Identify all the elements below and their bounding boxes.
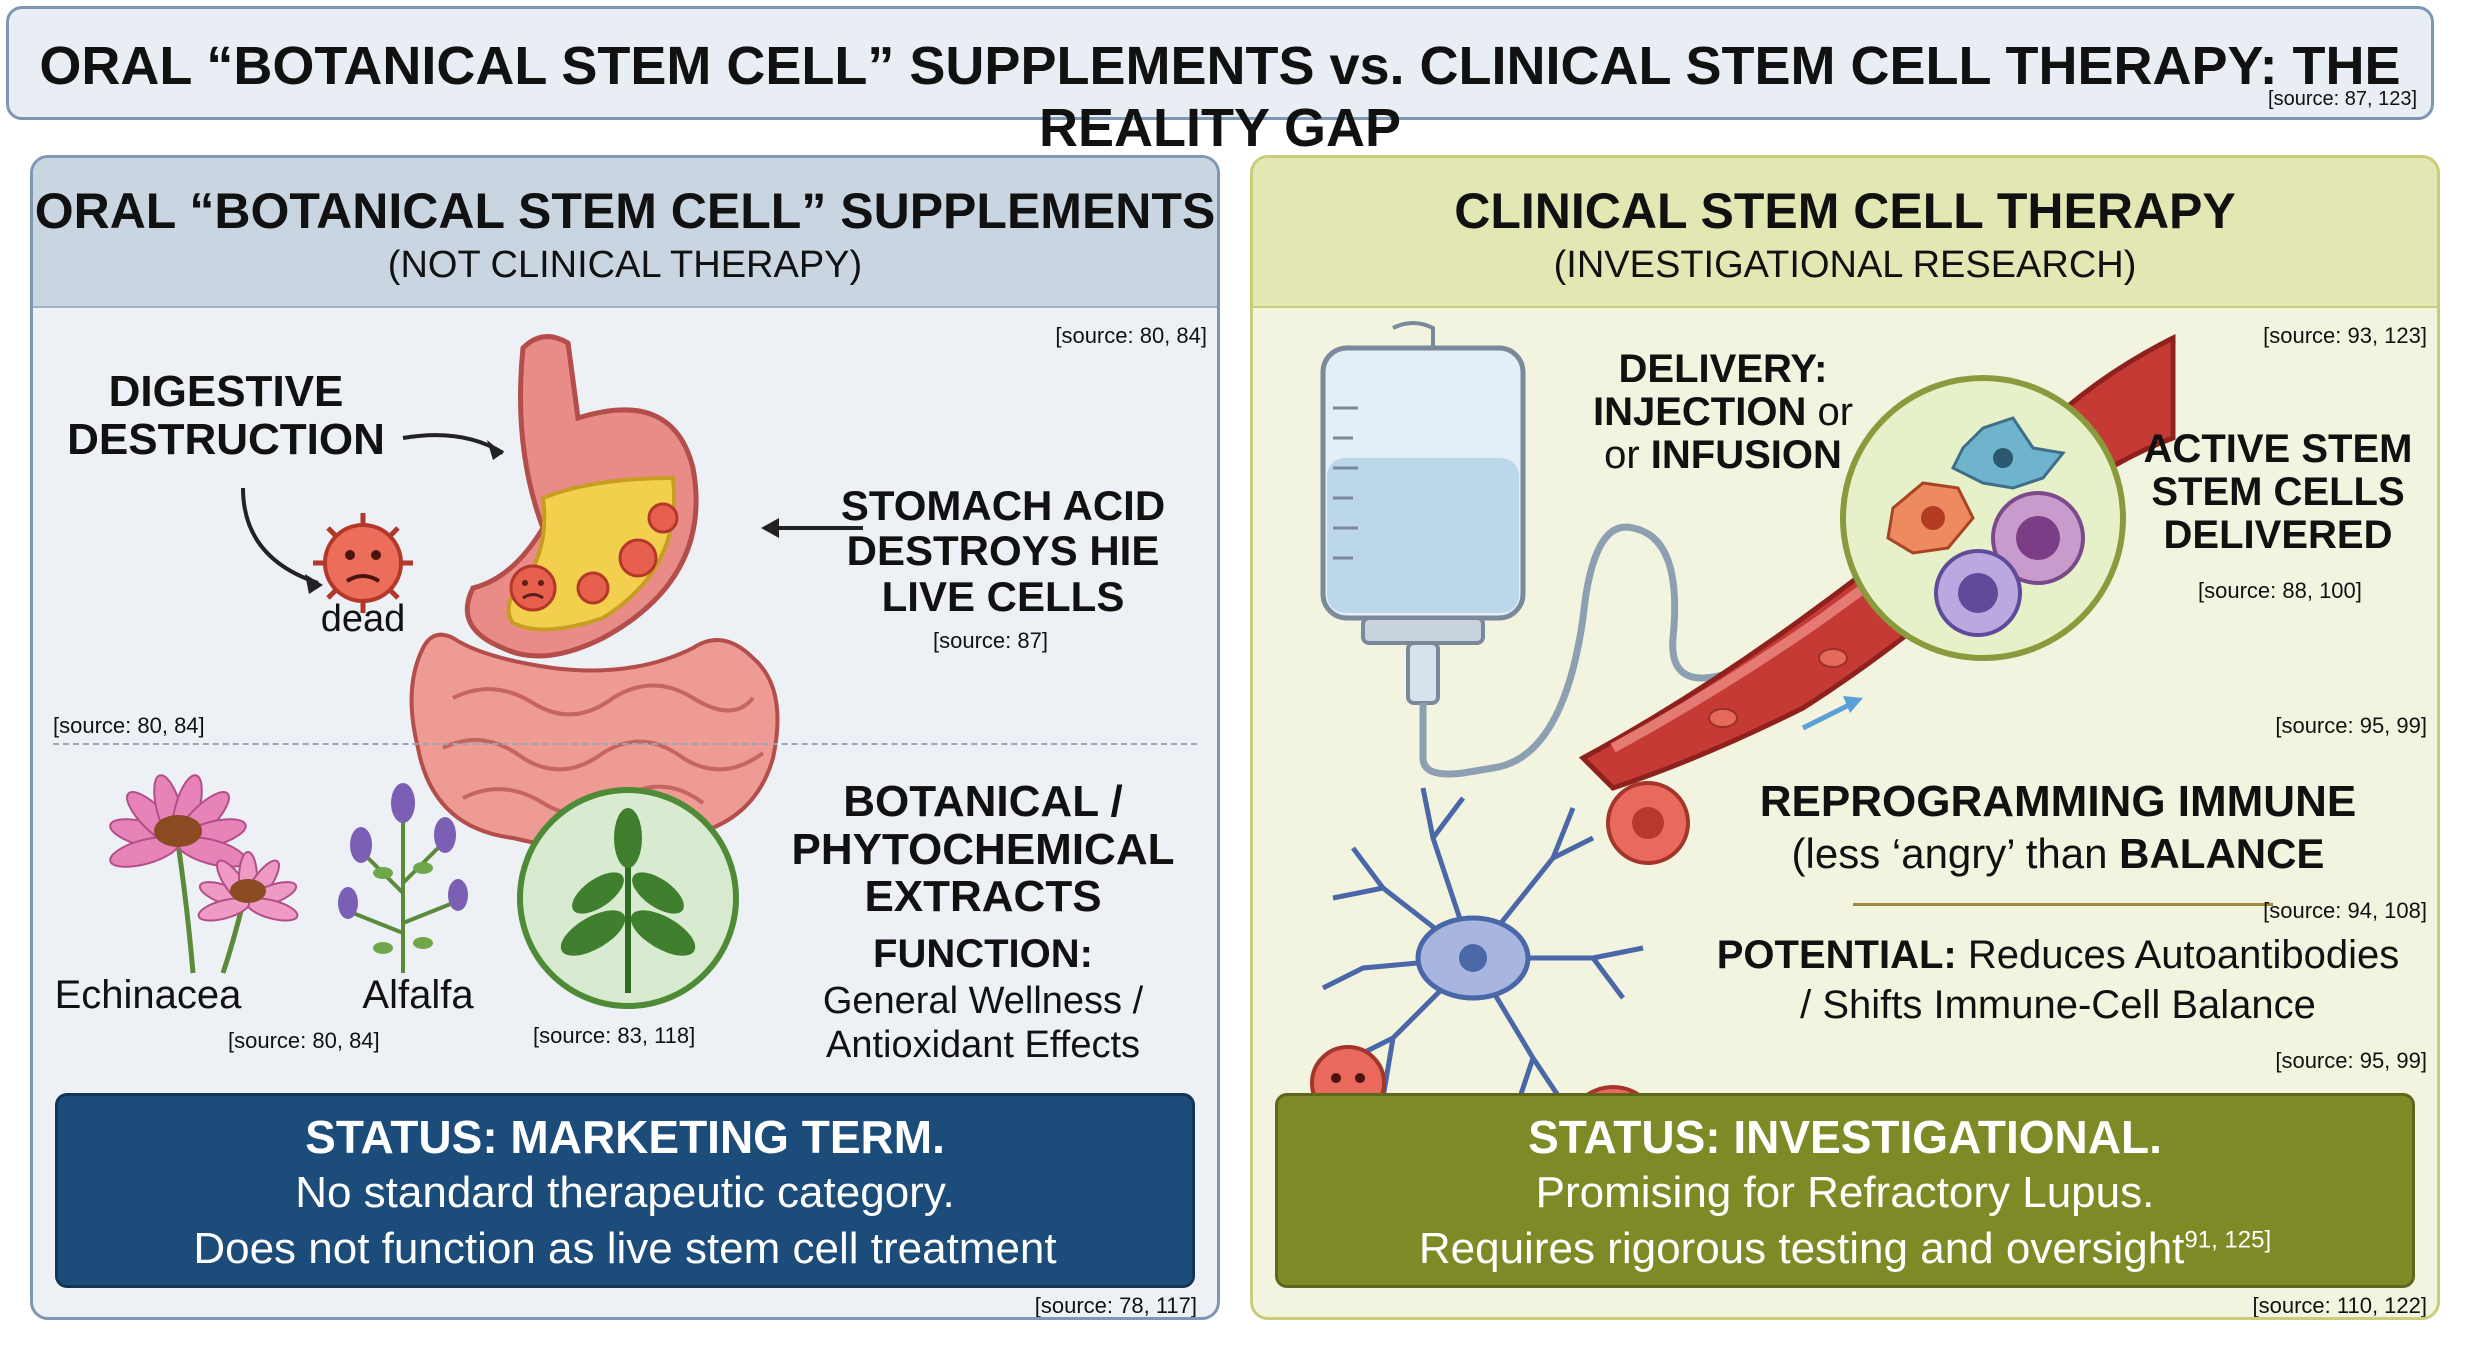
clinical-panel-subtitle: (INVESTIGATIONAL RESEARCH) xyxy=(1553,244,2137,286)
function-description: General Wellness / Antioxidant Effects xyxy=(822,980,1144,1066)
function-label: FUNCTION: xyxy=(873,932,1093,976)
source-note: [source: 95, 99] xyxy=(2275,713,2427,738)
source-note: [source: 78, 117] xyxy=(1034,1293,1197,1318)
alfalfa-plant-icon xyxy=(338,783,468,973)
source-note: [source: 83, 118] xyxy=(533,1023,696,1048)
arrow-icon xyxy=(761,518,863,538)
section-divider xyxy=(1853,903,2273,906)
source-note: [source: 95, 99] xyxy=(2275,1048,2427,1073)
potential-description: POTENTIAL: Reduces Autoantibodies xyxy=(1716,933,2400,977)
dead-cell-icon xyxy=(509,564,557,612)
stem-cells-icon xyxy=(1840,375,2126,661)
dead-label: dead xyxy=(320,598,406,640)
supplements-panel-title: ORAL “BOTANICAL STEM CELL” SUPPLEMENTS xyxy=(34,183,1216,239)
arrow-icon xyxy=(241,487,323,594)
source-note: [source: 80, 84] xyxy=(1055,323,1207,348)
leaf-plant-icon xyxy=(517,787,739,1009)
delivery-label: DELIVERY: INJECTION or or INFUSION xyxy=(1592,347,1854,478)
potential-description-line2: / Shifts Immune-Cell Balance xyxy=(1800,983,2316,1027)
clinical-panel-title: CLINICAL STEM CELL THERAPY xyxy=(1454,183,2236,239)
supplements-panel-subtitle: (NOT CLINICAL THERAPY) xyxy=(387,244,863,286)
supplements-panel-header: ORAL “BOTANICAL STEM CELL” SUPPLEMENTS (… xyxy=(33,158,1217,308)
status-line: Does not function as live stem cell trea… xyxy=(193,1224,1057,1273)
alfalfa-label: Alfalfa xyxy=(362,973,474,1017)
angry-immune-cell-icon xyxy=(1606,781,1690,865)
arrow-icon xyxy=(402,433,505,460)
botanical-extracts-label: BOTANICAL / PHYTOCHEMICAL EXTRACTS xyxy=(791,777,1175,922)
source-note: [source: 110, 122] xyxy=(2252,1293,2428,1318)
supplements-panel: ORAL “BOTANICAL STEM CELL” SUPPLEMENTS (… xyxy=(30,155,1220,1320)
supplements-status-box: STATUS: MARKETING TERM. No standard ther… xyxy=(55,1093,1195,1288)
status-title: STATUS: MARKETING TERM. xyxy=(305,1111,945,1163)
title-banner: ORAL “BOTANICAL STEM CELL” SUPPLEMENTS v… xyxy=(6,6,2434,158)
page-title: ORAL “BOTANICAL STEM CELL” SUPPLEMENTS v… xyxy=(39,36,2401,158)
source-note: [source: 94, 108] xyxy=(2263,898,2427,923)
status-line: Promising for Refractory Lupus. xyxy=(1535,1168,2155,1217)
section-divider xyxy=(53,743,1197,745)
status-line: No standard therapeutic category. xyxy=(295,1168,955,1217)
source-note: [source: 80, 84] xyxy=(53,713,205,738)
title-source: [source: 87, 123] xyxy=(2268,88,2417,110)
source-note: [source: 93, 123] xyxy=(2263,323,2427,348)
echinacea-label: Echinacea xyxy=(54,973,242,1017)
digestive-destruction-label: DIGESTIVE DESTRUCTION xyxy=(67,367,385,464)
echinacea-flower-icon xyxy=(109,774,299,974)
source-note: [source: 80, 84] xyxy=(228,1028,380,1053)
dead-cell-icon xyxy=(313,513,413,613)
clinical-panel: CLINICAL STEM CELL THERAPY (INVESTIGATIO… xyxy=(1250,155,2440,1320)
clinical-panel-header: CLINICAL STEM CELL THERAPY (INVESTIGATIO… xyxy=(1253,158,2437,308)
source-note: [source: 87] xyxy=(933,628,1048,653)
reprogramming-description: (less ‘angry’ than BALANCE xyxy=(1791,830,2325,877)
iv-bag-icon xyxy=(1320,321,1745,778)
reprogramming-label: REPROGRAMMING IMMUNE xyxy=(1759,777,2357,826)
active-stem-cells-label: ACTIVE STEM STEM CELLS DELIVERED xyxy=(2143,427,2413,558)
status-title: STATUS: INVESTIGATIONAL. xyxy=(1528,1111,2162,1163)
stomach-acid-label: STOMACH ACID DESTROYS HIE LIVE CELLS xyxy=(840,482,1166,620)
source-note: [source: 88, 100] xyxy=(2198,578,2362,603)
status-line: Requires rigorous testing and oversight9… xyxy=(1418,1224,2272,1273)
clinical-status-box: STATUS: INVESTIGATIONAL. Promising for R… xyxy=(1275,1093,2415,1288)
